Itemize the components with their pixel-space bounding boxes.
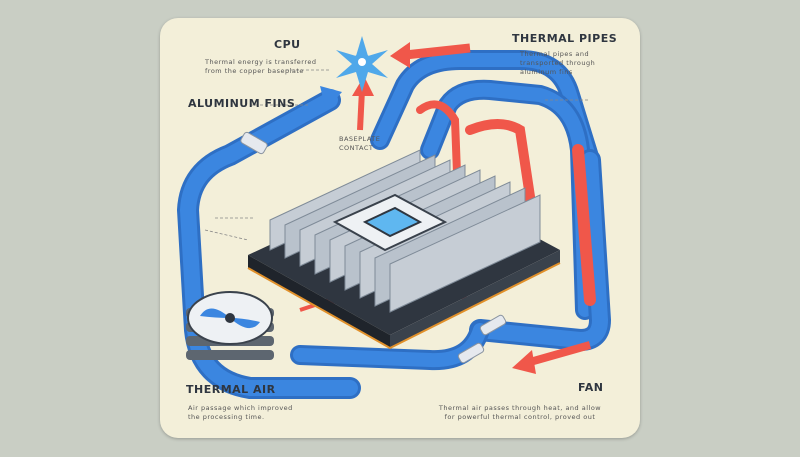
- cpu-up-arrow: [357, 89, 365, 131]
- fins-note: BASEPLATE CONTACT: [339, 135, 381, 152]
- aluminum-fins: [269, 149, 541, 313]
- fan-note: Thermal air passes through heat, and all…: [438, 404, 602, 421]
- fan-label: FAN: [578, 381, 604, 394]
- fan-red-arrow: [528, 341, 592, 366]
- thermal-air-label: THERMAL AIR: [186, 383, 276, 396]
- top-red-arrow: [404, 43, 471, 60]
- hot-pipe-sections: [416, 100, 596, 306]
- thermal-pipes-label: THERMAL PIPES: [512, 32, 618, 45]
- cpu-chip: [332, 193, 448, 252]
- cpu-note: Thermal energy is transferred from the c…: [205, 58, 317, 75]
- fan-unit: [186, 291, 274, 360]
- cpu-label: CPU: [274, 38, 301, 51]
- pipe-couplings: [240, 131, 507, 364]
- snowflake-icon: [336, 36, 388, 92]
- left-blue-arrow: [320, 86, 342, 110]
- air-note: Air passage which improved the processin…: [188, 404, 293, 421]
- pipes-note: Thermal pipes and transported through al…: [520, 50, 596, 76]
- aluminum-fins-label: ALUMINUM FINS: [188, 97, 296, 110]
